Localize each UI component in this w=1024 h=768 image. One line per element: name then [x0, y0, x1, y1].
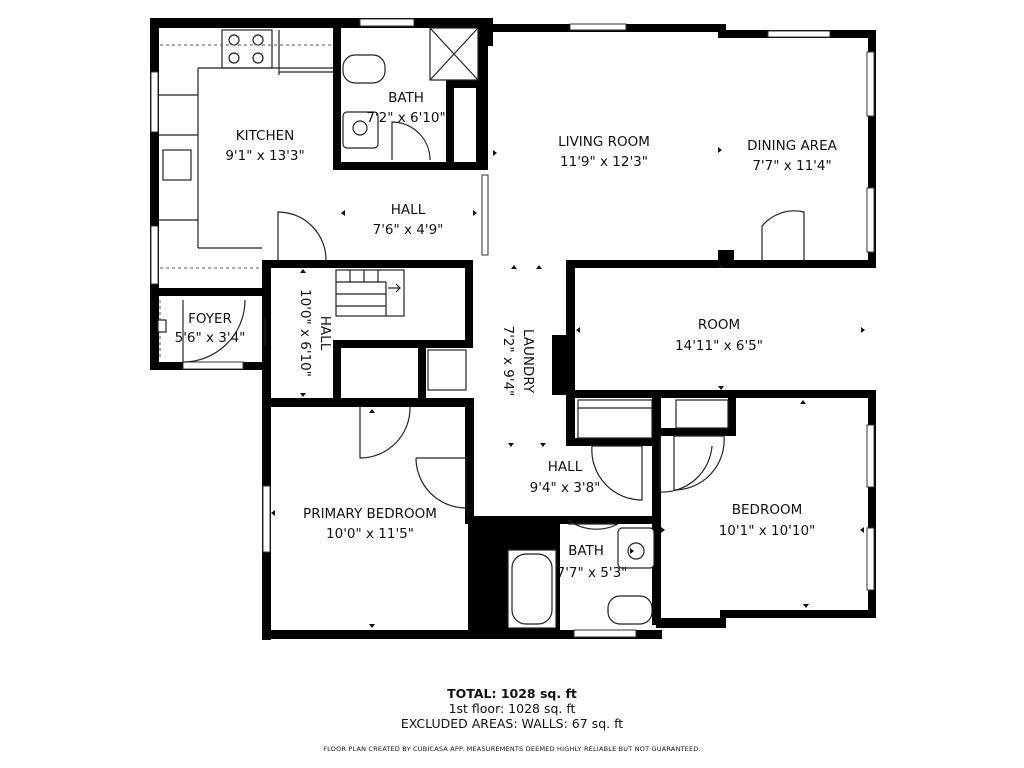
kitchen-name: KITCHEN [236, 128, 295, 144]
laundry-name: LAUNDRY [520, 329, 536, 394]
hall-top-size: 7'6" x 4'9" [373, 222, 444, 238]
floor-area: 1st floor: 1028 sq. ft [448, 701, 576, 716]
kitchen-size: 9'1" x 13'3" [225, 148, 304, 164]
room-size: 14'11" x 6'5" [675, 338, 763, 354]
doors [182, 210, 805, 530]
hall-mid-size: 9'4" x 3'8" [530, 480, 601, 496]
bedroom-size: 10'1" x 10'10" [719, 523, 816, 539]
dining-area-name: DINING AREA [747, 138, 837, 154]
hall-left-name: HALL [317, 316, 333, 351]
living-room-name: LIVING ROOM [558, 134, 650, 150]
bath-top-size: 7'2" x 6'10" [366, 110, 445, 126]
stairs [335, 269, 405, 317]
hall-top-name: HALL [391, 202, 426, 218]
room-labels: KITCHEN 9'1" x 13'3" BATH 7'2" x 6'10" L… [175, 90, 838, 581]
disclaimer: FLOOR PLAN CREATED BY CUBICASA APP. MEAS… [323, 745, 701, 753]
windows [150, 18, 875, 638]
laundry-size: 7'2" x 9'4" [500, 326, 516, 397]
excluded-areas: EXCLUDED AREAS: WALLS: 67 sq. ft [400, 716, 624, 731]
bath-bottom-name: BATH [568, 543, 604, 559]
dimension-arrows [271, 147, 865, 628]
bedroom-name: BEDROOM [732, 502, 802, 518]
foyer-name: FOYER [188, 311, 232, 327]
hall-left-size: 10'0" x 6'10" [297, 289, 313, 377]
closet-fixtures [157, 300, 729, 439]
kitchen-fixtures [159, 29, 333, 269]
bath-bottom-fixtures [507, 527, 655, 629]
foyer-size: 5'6" x 3'4" [175, 330, 246, 346]
dining-area-size: 7'7" x 11'4" [752, 158, 831, 174]
living-room-size: 11'9" x 12'3" [560, 154, 648, 170]
hall-mid-name: HALL [548, 459, 583, 475]
total-area: TOTAL: 1028 sq. ft [447, 686, 577, 701]
primary-bedroom-name: PRIMARY BEDROOM [303, 506, 437, 522]
bath-top-fixtures [342, 27, 479, 161]
room-name: ROOM [698, 317, 740, 333]
primary-bedroom-size: 10'0" x 11'5" [326, 526, 414, 542]
area-summary: TOTAL: 1028 sq. ft 1st floor: 1028 sq. f… [0, 686, 1024, 754]
bath-top-name: BATH [388, 90, 424, 106]
interior-walls [150, 24, 876, 625]
bath-bottom-size: 7'7" x 5'3" [557, 565, 628, 581]
floor-plan: KITCHEN 9'1" x 13'3" BATH 7'2" x 6'10" L… [150, 18, 876, 640]
